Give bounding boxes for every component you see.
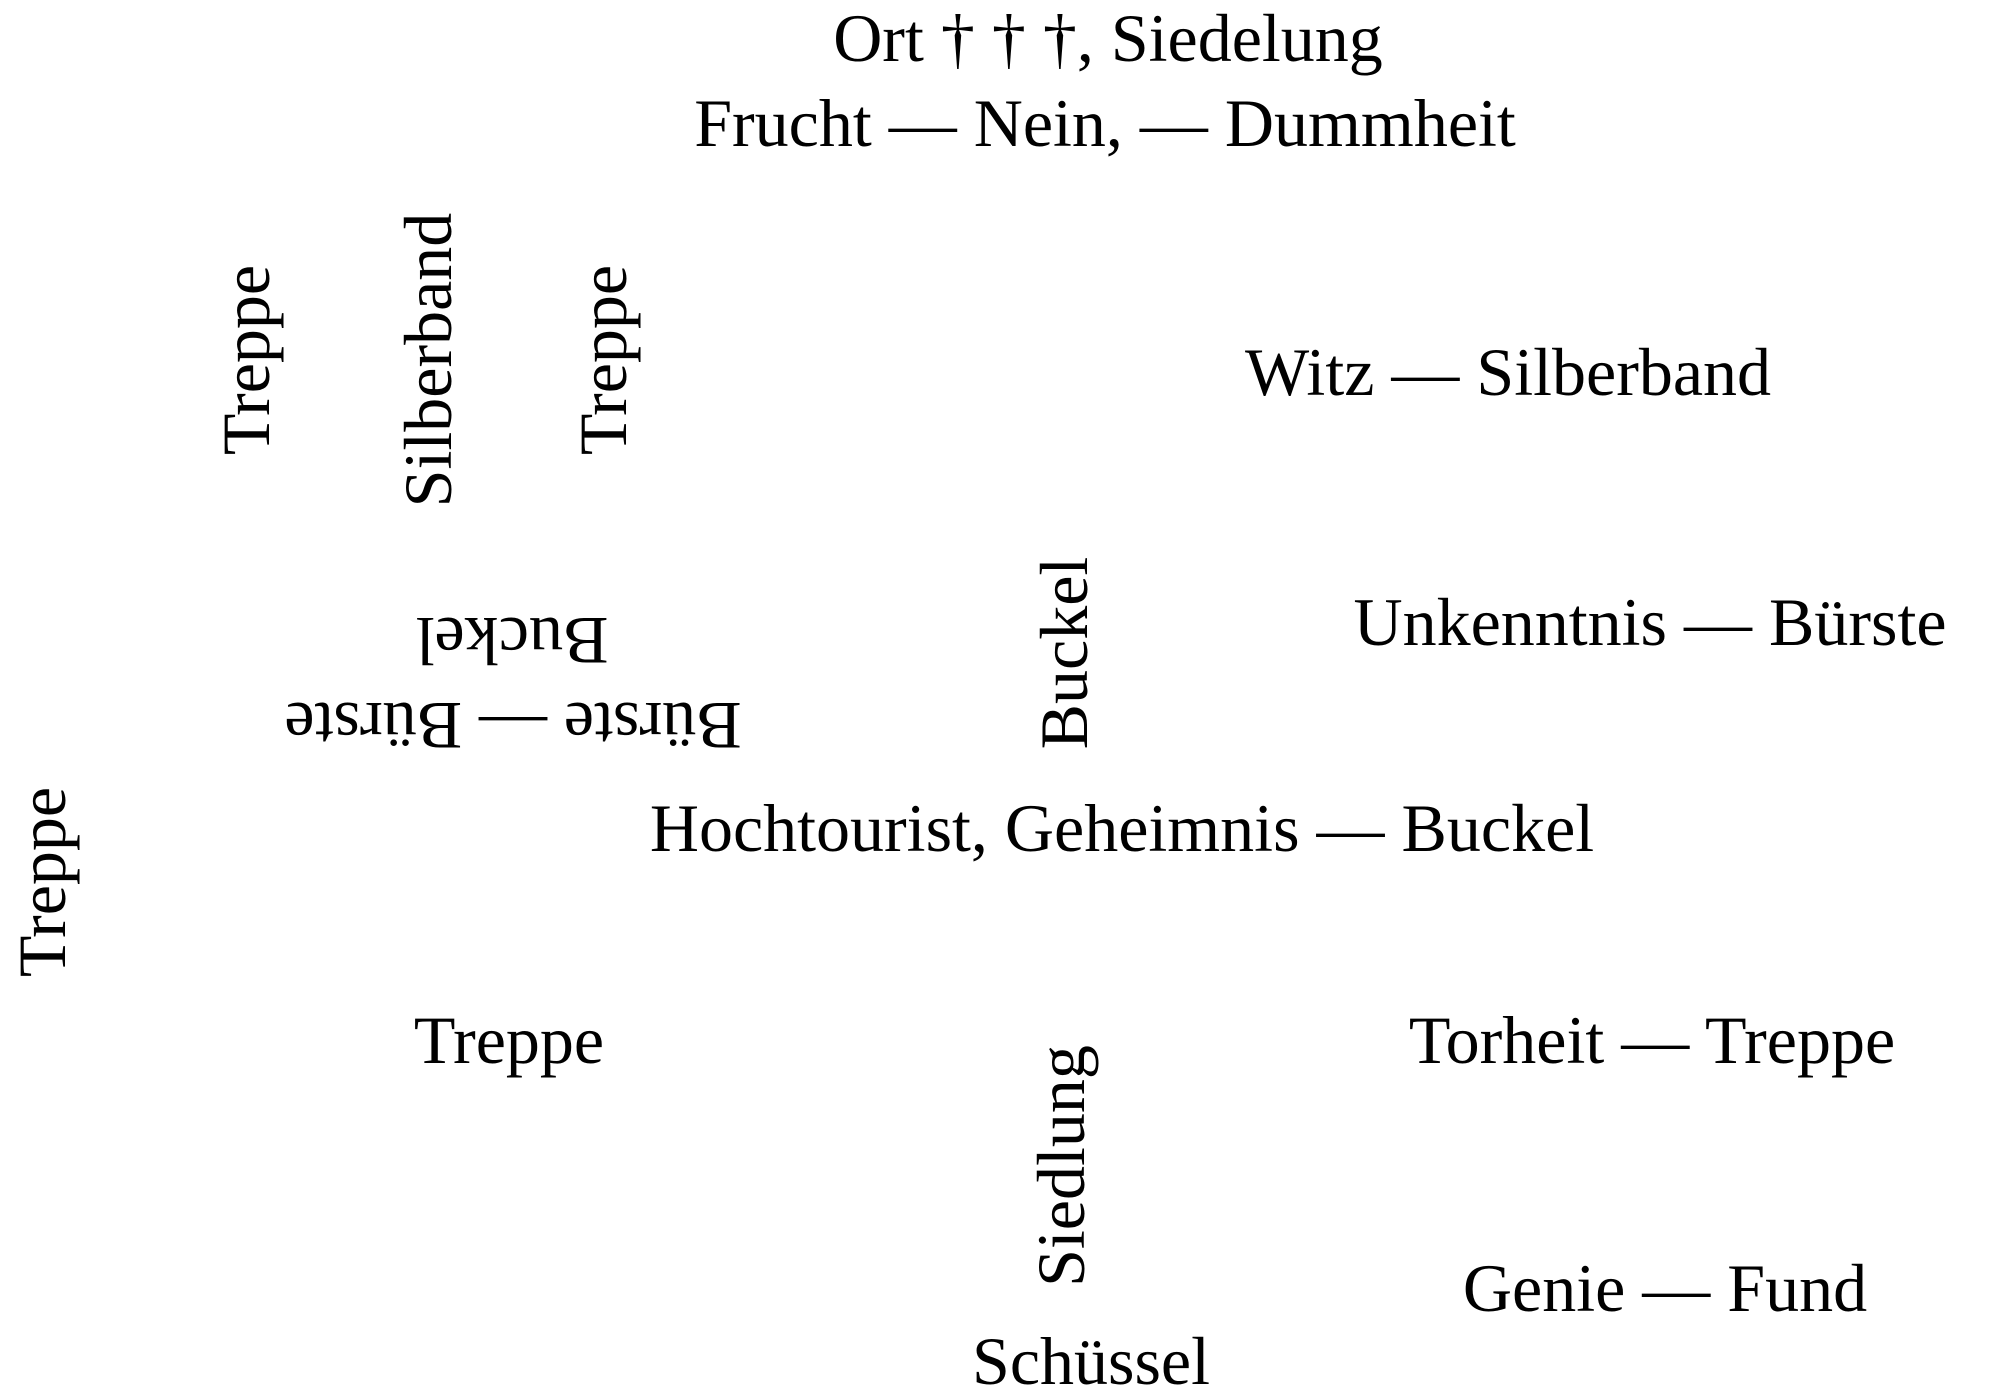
upside-down-buckel: Buckel: [415, 603, 609, 679]
vertical-text-treppe-2: Treppe: [565, 264, 641, 456]
text-line-witz: Witz — Silberband: [1244, 334, 1772, 410]
text-line-hochtourist: Hochtourist, Geheimnis — Buckel: [649, 790, 1595, 866]
text-line-genie: Genie — Fund: [1462, 1250, 1868, 1326]
header-line-frucht: Frucht — Nein, — Dummheit: [694, 85, 1516, 161]
vertical-text-buckel: Buckel: [1026, 556, 1102, 750]
header-line-ort: Ort † † †, Siedelung: [833, 0, 1383, 76]
vertical-text-treppe-left: Treppe: [4, 786, 80, 978]
text-line-torheit: Torheit — Treppe: [1408, 1002, 1896, 1078]
vertical-text-siedlung: Siedlung: [1023, 1045, 1099, 1287]
upside-down-buerste-line: Bürste — Bürste: [284, 688, 742, 764]
text-line-unkenntnis: Unkenntnis — Bürste: [1353, 584, 1947, 660]
text-line-treppe: Treppe: [413, 1002, 605, 1078]
vertical-text-silberband: Silberband: [390, 212, 466, 508]
text-line-schuessel: Schüssel: [972, 1323, 1210, 1399]
vertical-text-treppe-1: Treppe: [208, 264, 284, 456]
